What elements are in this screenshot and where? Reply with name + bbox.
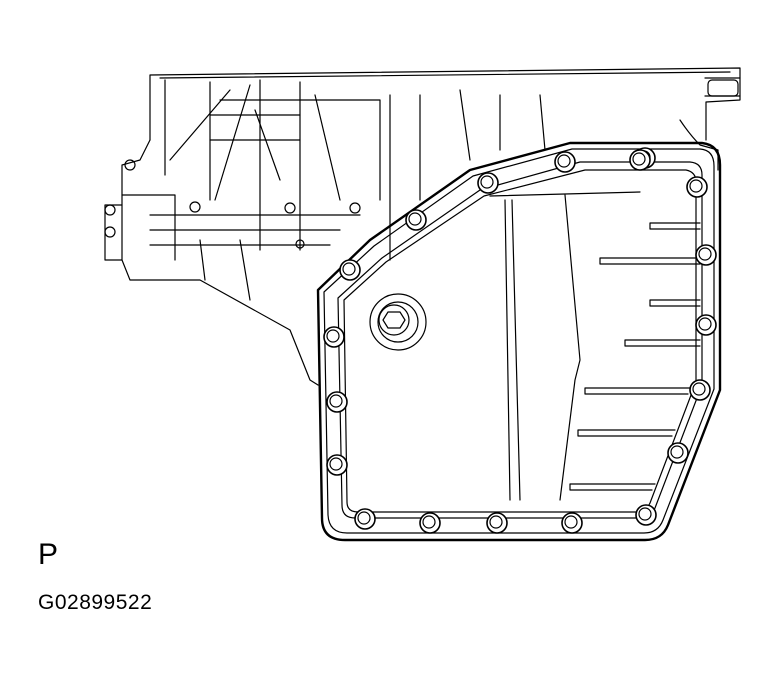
pan-bolt [323, 326, 345, 348]
pan-bolt [354, 508, 376, 530]
pan-bolt [326, 454, 348, 476]
pan-bolt [405, 209, 427, 231]
oil-pan [316, 141, 722, 542]
pan-bolt [339, 259, 361, 281]
pan-bolt [695, 314, 717, 336]
pan-bolt [561, 512, 583, 534]
pan-bolt [419, 512, 441, 534]
pan-bolt [477, 172, 499, 194]
drain-plug [369, 293, 427, 351]
pan-bolt [554, 151, 576, 173]
transmission-case [104, 67, 741, 386]
pan-bolt [689, 379, 711, 401]
pan-bolt [629, 149, 651, 171]
pan-bolt [686, 176, 708, 198]
pan-bolt [635, 504, 657, 526]
oil-pan-bolts [323, 147, 717, 534]
pan-bolt [667, 442, 689, 464]
pan-bolt [326, 391, 348, 413]
view-letter: P [38, 538, 59, 571]
pan-bolt [695, 244, 717, 266]
pan-bolt [486, 512, 508, 534]
figure-code: G02899522 [38, 591, 153, 614]
